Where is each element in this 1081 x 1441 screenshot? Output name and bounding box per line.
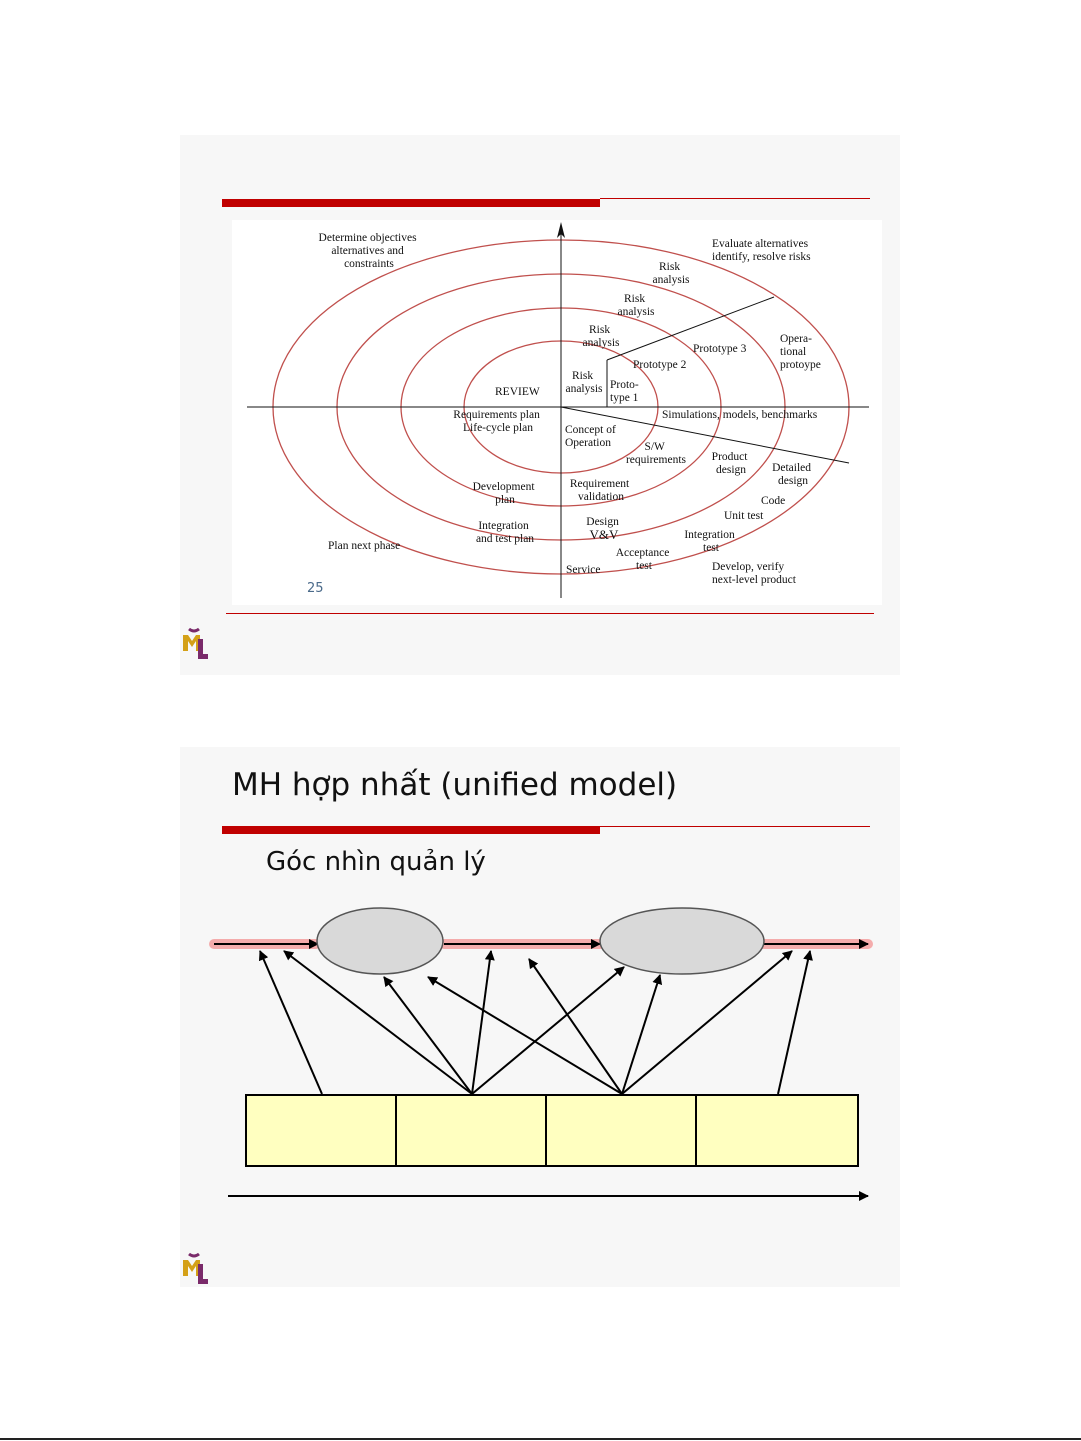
unit-test-label: Unit test: [724, 510, 764, 522]
dependency-arrow: [283, 950, 473, 1095]
phase-box-1: [245, 1094, 397, 1167]
dependency-arrow: [427, 976, 623, 1095]
development-plan-label: Development plan: [473, 481, 538, 506]
requirements-plan-label: Requirements plan Life-cycle plan: [453, 409, 542, 434]
dependency-arrow: [383, 976, 473, 1095]
risk-analysis-1-label: Risk analysis: [565, 370, 603, 395]
code-label: Code: [761, 495, 785, 507]
milestone-ellipse-1: [316, 907, 444, 975]
prototype-2-label: Prototype 2: [633, 359, 687, 371]
determine-objectives-label: Determine objectives alternatives and co…: [319, 232, 420, 270]
phase-box-2: [395, 1094, 547, 1167]
prototype-1-label: Proto- type 1: [610, 379, 642, 404]
phase-box-3: [545, 1094, 697, 1167]
slide-unified-model: MH hợp nhất (unified model) Góc nhìn quả…: [180, 747, 900, 1287]
dependency-arrow: [471, 950, 495, 1095]
integration-test-label: Integration test: [684, 529, 737, 554]
requirement-validation-label: Requirement validation: [570, 478, 632, 503]
axis-arrowhead-icon: [557, 222, 565, 238]
review-label: REVIEW: [495, 386, 540, 398]
uml-logo-icon: [183, 1252, 208, 1284]
dependency-arrow: [621, 974, 663, 1095]
dependency-arrow: [777, 950, 813, 1095]
operational-prototype-label: Opera- tional protoype: [780, 333, 821, 371]
product-design-label: Product design: [712, 451, 751, 476]
integration-test-plan-label: Integration and test plan: [476, 520, 534, 545]
simulations-label: Simulations, models, benchmarks: [662, 409, 818, 421]
unified-model-diagram: [209, 907, 873, 1201]
risk-analysis-3-label: Risk analysis: [617, 293, 655, 318]
title-red-line: [600, 826, 870, 827]
title-red-bar: [222, 199, 600, 207]
slide-subtitle: Góc nhìn quản lý: [266, 847, 486, 877]
slide-title: MH hợp nhất (unified model): [232, 767, 678, 803]
design-vv-label: Design V&V: [586, 516, 621, 542]
phase-box-4: [695, 1094, 859, 1167]
sw-requirements-label: S/W requirements: [626, 441, 687, 466]
uml-logo-icon: [183, 627, 208, 659]
plan-next-phase-label: Plan next phase: [328, 540, 400, 552]
dependency-arrow: [528, 958, 623, 1095]
risk-quadrant-line: [560, 406, 850, 464]
prototype-3-label: Prototype 3: [693, 343, 747, 355]
dependency-arrow: [621, 950, 793, 1095]
acceptance-test-label: Acceptance test: [616, 547, 673, 572]
evaluate-alternatives-label: Evaluate alternatives identify, resolve …: [712, 238, 811, 263]
detailed-design-label: Detailed design: [772, 462, 814, 487]
service-label: Service: [566, 564, 600, 576]
risk-analysis-2-label: Risk analysis: [582, 324, 620, 349]
concept-of-operation-label: Concept of Operation: [565, 424, 619, 449]
page-bottom-border: [0, 1438, 1081, 1440]
risk-analysis-4-label: Risk analysis: [652, 261, 690, 286]
dependency-arrow: [471, 966, 625, 1095]
page-number: 25: [307, 581, 324, 596]
title-red-bar: [222, 826, 600, 834]
footer-red-line: [226, 613, 874, 614]
dependency-arrow: [258, 950, 323, 1095]
prototype-divider-line: [606, 296, 775, 361]
develop-verify-label: Develop, verify next-level product: [712, 561, 797, 586]
slide-spiral-model: Determine objectives alternatives and co…: [180, 135, 900, 675]
spiral-model-diagram: Determine objectives alternatives and co…: [232, 220, 882, 605]
milestone-ellipse-2: [599, 907, 765, 975]
title-red-line: [600, 198, 870, 199]
